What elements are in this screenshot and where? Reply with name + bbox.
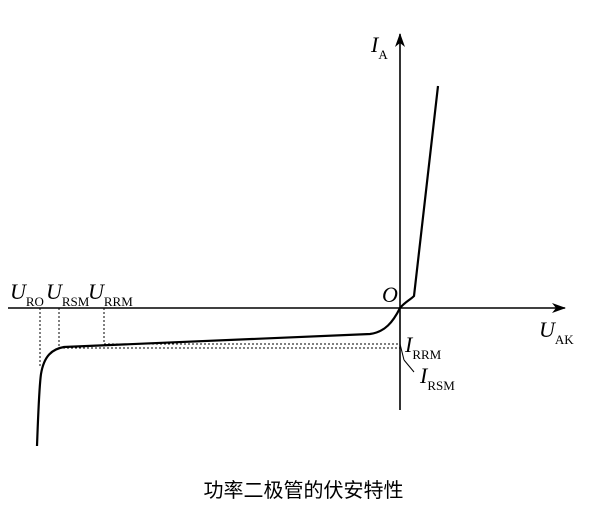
irrm-pointer [399,343,405,361]
label-uro: URO [10,279,44,309]
label-ia: IA [370,32,388,62]
diagram-caption: 功率二极管的伏安特性 [203,478,404,502]
iv-curve [35,85,440,447]
label-uak: UAK [539,317,574,347]
label-urrm: URRM [88,279,133,309]
label-irrm: IRRM [404,332,442,362]
irsm-pointer [403,359,415,373]
label-irsm: IRSM [419,363,455,393]
guide-lines [39,308,400,368]
label-ursm: URSM [46,279,90,309]
label-origin: O [382,282,398,307]
